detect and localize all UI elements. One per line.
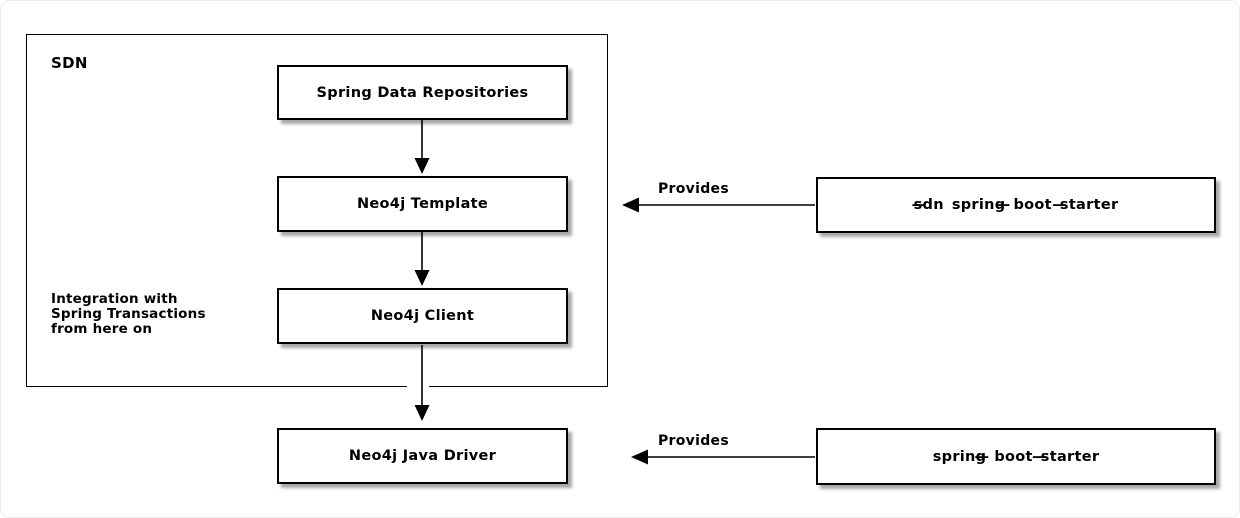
label-word-text: boot (994, 448, 1033, 465)
arrowhead-left-icon (622, 197, 639, 213)
node-spring-data-repositories: Spring Data Repositories (277, 65, 568, 120)
node-neo4j-client: Neo4j Client (277, 288, 568, 344)
arrow-boot-starter-provides (631, 449, 815, 465)
label-word-text: spring (951, 197, 1006, 213)
integration-note: Integration with Spring Transactions fro… (51, 291, 206, 337)
mangled-hyphen: — (995, 197, 1011, 213)
label-word-text: sdn (913, 197, 944, 213)
node-spring-boot-starter: spring—boot—starter (816, 428, 1216, 485)
label-word-text: starter (1059, 197, 1119, 213)
node-sdn-spring-boot-starter: sdn—spring—boot—starter (816, 177, 1216, 233)
mangled-hyphen: — (1031, 448, 1047, 465)
mangled-hyphen: — (974, 448, 990, 465)
arrowhead-down-icon (414, 405, 430, 421)
node-label: spring—boot—starter (933, 449, 1100, 465)
sdn-group-box (26, 34, 608, 387)
node-label: sdn—spring—boot—starter (911, 197, 1119, 213)
label-word: starter (1041, 449, 1100, 465)
node-label: Neo4j Java Driver (348, 448, 497, 464)
node-label: Neo4j Template (356, 196, 489, 212)
label-word: spring— (932, 448, 990, 465)
label-word: sdn— (911, 197, 944, 213)
sdn-group-label: SDN (51, 54, 88, 72)
label-word: boot— (1013, 197, 1066, 213)
label-word: starter (1060, 197, 1119, 213)
arrowhead-left-icon (631, 449, 648, 465)
provides-label-top: Provides (658, 181, 729, 197)
mangled-hyphen: — (911, 197, 927, 213)
label-word-text: boot (1013, 197, 1052, 213)
node-neo4j-template: Neo4j Template (277, 176, 568, 232)
node-label: Neo4j Client (370, 308, 475, 324)
node-neo4j-java-driver: Neo4j Java Driver (277, 428, 568, 484)
label-word: spring— (951, 197, 1010, 213)
provides-label-bottom: Provides (658, 433, 729, 449)
node-label: Spring Data Repositories (316, 84, 529, 101)
mangled-hyphen: — (1052, 197, 1067, 213)
label-word-text: spring (932, 448, 987, 465)
arrow-sdn-starter-provides (622, 197, 815, 213)
label-word-text: starter (1040, 448, 1100, 465)
label-word: boot— (994, 448, 1046, 465)
